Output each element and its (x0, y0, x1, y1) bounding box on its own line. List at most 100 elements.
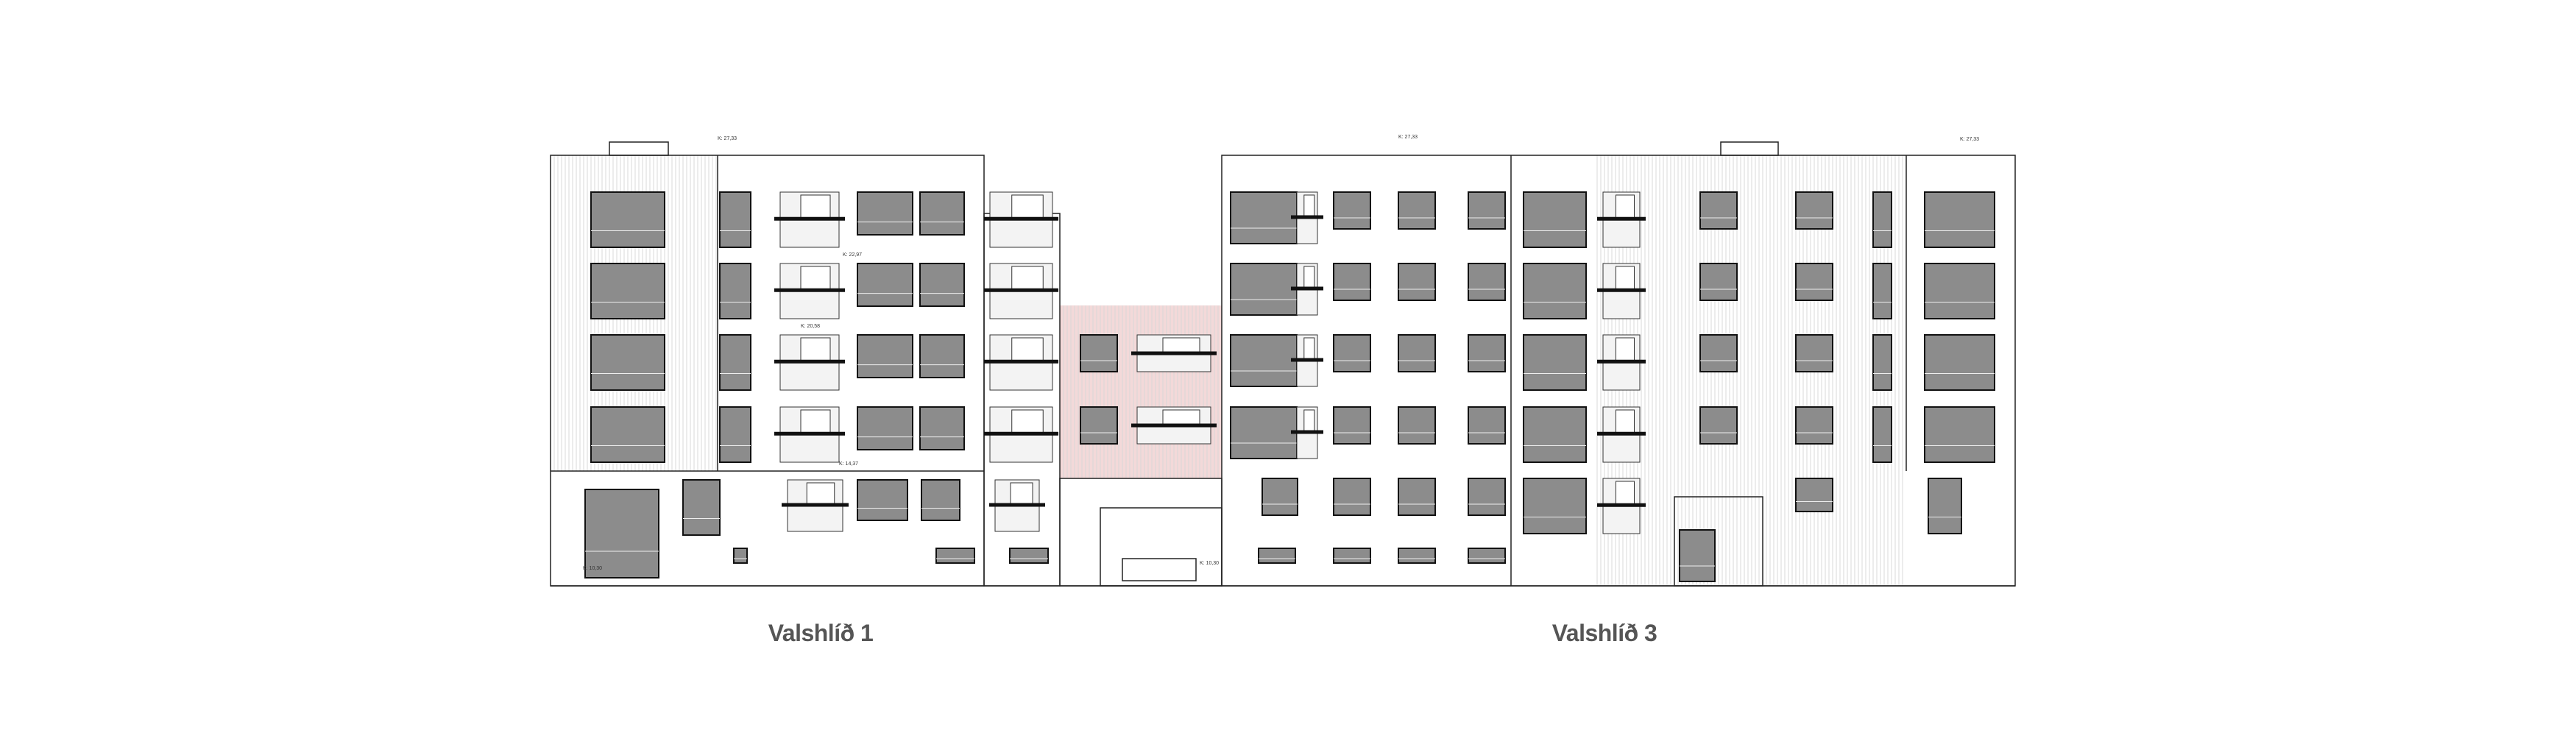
window (1872, 263, 1892, 319)
balcony-rail (1291, 286, 1323, 291)
balcony-rail (1291, 358, 1323, 362)
window (1258, 548, 1296, 564)
balcony-rail (984, 431, 1058, 436)
valshlid-1-roof-box (609, 141, 669, 156)
window (1795, 334, 1833, 372)
balcony-window (1303, 194, 1315, 219)
building-title-valshlid-3: Valshlíð 3 (1551, 620, 1657, 646)
window (1928, 478, 1962, 534)
window (590, 406, 665, 463)
window (1699, 334, 1738, 372)
window (1468, 334, 1506, 372)
window (921, 479, 960, 521)
middle-link-lower (1059, 478, 1222, 587)
window (719, 191, 751, 248)
window (1924, 334, 1995, 391)
balcony-rail (782, 503, 849, 507)
window (733, 548, 748, 564)
window (1398, 406, 1436, 445)
balcony-window (1616, 194, 1635, 221)
balcony-rail (1597, 503, 1646, 507)
window (919, 263, 965, 307)
window (1699, 191, 1738, 230)
window (1699, 406, 1738, 445)
window (1468, 263, 1506, 301)
window (1523, 191, 1587, 248)
balcony-rail (1291, 430, 1323, 434)
window (1468, 406, 1506, 445)
balcony-window (1616, 337, 1635, 364)
window (857, 263, 913, 307)
balcony-window (800, 266, 831, 292)
window (1333, 478, 1371, 516)
balcony-rail (984, 216, 1058, 221)
window (1080, 406, 1118, 445)
window (682, 479, 721, 536)
window (1230, 334, 1298, 387)
balcony-rail (1597, 431, 1646, 436)
window (590, 191, 665, 248)
window (590, 263, 665, 319)
balcony-rail (1597, 288, 1646, 292)
balcony-window (1010, 482, 1033, 506)
level-mark: K: 10,30 (1200, 561, 1219, 566)
window (1872, 191, 1892, 248)
window (857, 406, 913, 450)
window (857, 479, 908, 521)
window (719, 334, 751, 391)
balcony-rail (774, 431, 845, 436)
windows (584, 191, 1995, 582)
window (1080, 334, 1118, 372)
balcony-window (1303, 409, 1315, 434)
balcony-rail (1131, 423, 1217, 428)
level-mark: K: 27,33 (718, 136, 737, 141)
window (935, 548, 975, 564)
window (584, 489, 659, 578)
window (1523, 334, 1587, 391)
balcony-rail (774, 288, 845, 292)
balcony-window (800, 337, 831, 364)
window (1924, 191, 1995, 248)
middle-garage-box (1100, 507, 1222, 587)
balcony-window (1616, 266, 1635, 292)
balcony-window (1011, 409, 1044, 436)
window (919, 406, 965, 450)
window (1468, 191, 1506, 230)
window (1230, 263, 1298, 316)
window (1398, 478, 1436, 516)
window (1523, 478, 1587, 534)
level-mark: K: 14,37 (839, 461, 858, 467)
level-mark: K: 27,33 (1398, 135, 1418, 140)
balcony-rail (1597, 216, 1646, 221)
window (719, 263, 751, 319)
balcony-window (800, 409, 831, 436)
window (857, 191, 913, 236)
window (1333, 406, 1371, 445)
balcony-rail (989, 503, 1045, 507)
window (1795, 263, 1833, 301)
window (1523, 406, 1587, 463)
window (1699, 263, 1738, 301)
window (1468, 478, 1506, 516)
balcony-rail (1597, 359, 1646, 364)
level-mark: K: 22,97 (843, 252, 862, 258)
balcony-window (1303, 337, 1315, 361)
window (1795, 406, 1833, 445)
balcony-window (1011, 266, 1044, 292)
window (1398, 263, 1436, 301)
window (1333, 334, 1371, 372)
balcony-rail (774, 216, 845, 221)
balcony-window (1616, 409, 1635, 436)
window (719, 406, 751, 463)
valshlid-3-roof-box (1720, 141, 1779, 156)
balcony-rail (1131, 351, 1217, 355)
window (1398, 191, 1436, 230)
building-title-valshlid-1: Valshlíð 1 (768, 620, 874, 646)
window (1009, 548, 1049, 564)
window (1795, 478, 1833, 512)
window (1262, 478, 1298, 516)
balcony-window (806, 482, 835, 506)
window (919, 334, 965, 378)
building-outlines (550, 141, 2016, 587)
